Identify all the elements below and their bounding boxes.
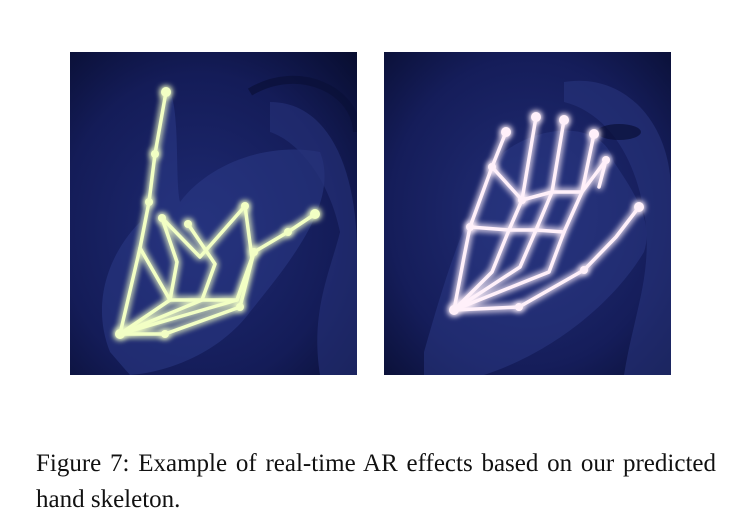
hand-skeleton-lines: [118, 90, 317, 336]
figure-caption: Figure 7: Example of real-time AR effect…: [36, 450, 716, 513]
ar-photo-left: [70, 52, 357, 375]
hand-skeleton-pink-image: [384, 52, 671, 375]
hand-keypoints: [449, 112, 644, 315]
ar-photo-right: [384, 52, 671, 375]
hand-skeleton-green-image: [70, 52, 357, 375]
hand-keypoints: [115, 87, 320, 339]
